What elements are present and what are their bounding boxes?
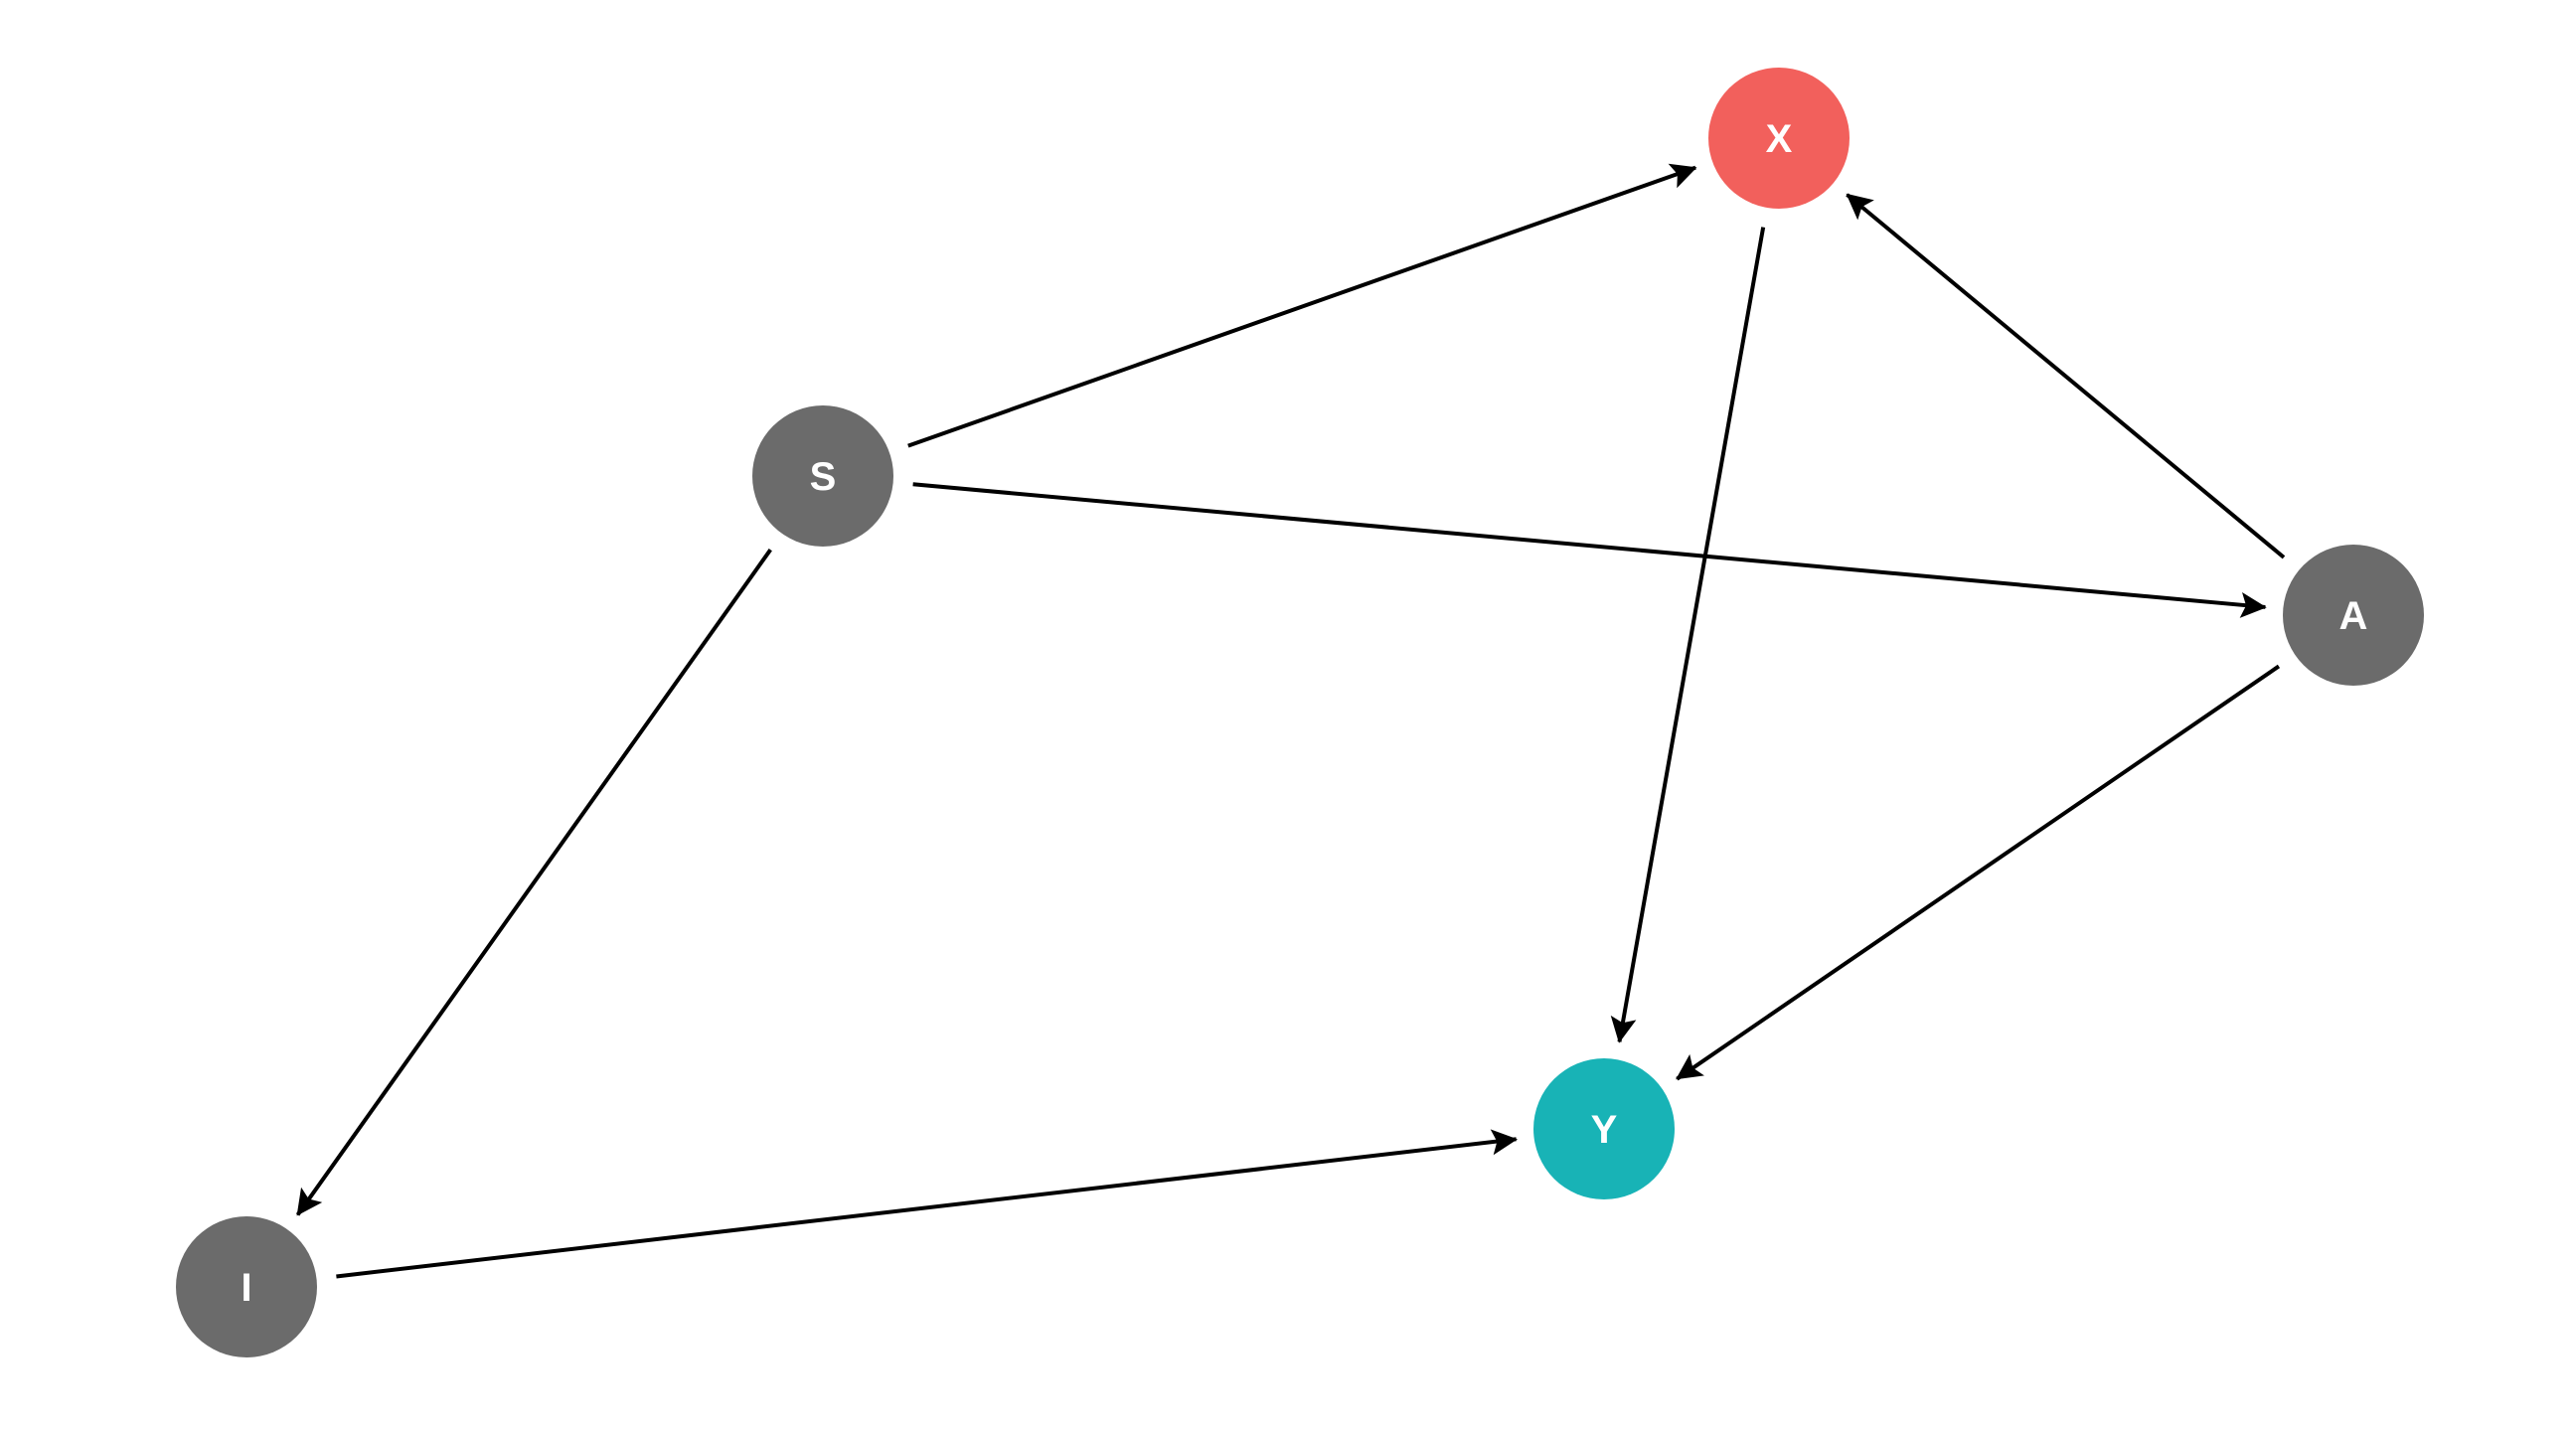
- node-circle: [1708, 68, 1850, 209]
- node-label: A: [2339, 594, 2368, 638]
- edge-s-to-a: [912, 482, 2267, 618]
- node-i[interactable]: I: [176, 1216, 317, 1357]
- edge-x-to-y: [1610, 227, 1766, 1043]
- node-label: S: [810, 455, 837, 499]
- node-circle: [176, 1216, 317, 1357]
- node-label: X: [1766, 117, 1793, 161]
- edge-s-to-i: [295, 549, 772, 1216]
- node-y[interactable]: Y: [1533, 1058, 1675, 1199]
- node-a[interactable]: A: [2283, 545, 2424, 686]
- node-circle: [2283, 545, 2424, 686]
- edge-a-to-y: [1676, 664, 2281, 1081]
- node-s[interactable]: S: [752, 405, 893, 547]
- node-label: Y: [1591, 1108, 1618, 1152]
- edge-i-to-y: [336, 1129, 1519, 1279]
- node-circle: [1533, 1058, 1675, 1199]
- edge-a-to-x: [1846, 193, 2286, 559]
- node-label: I: [241, 1266, 251, 1310]
- node-x[interactable]: X: [1708, 68, 1850, 209]
- node-circle: [752, 405, 893, 547]
- edge-s-to-x: [907, 163, 1697, 448]
